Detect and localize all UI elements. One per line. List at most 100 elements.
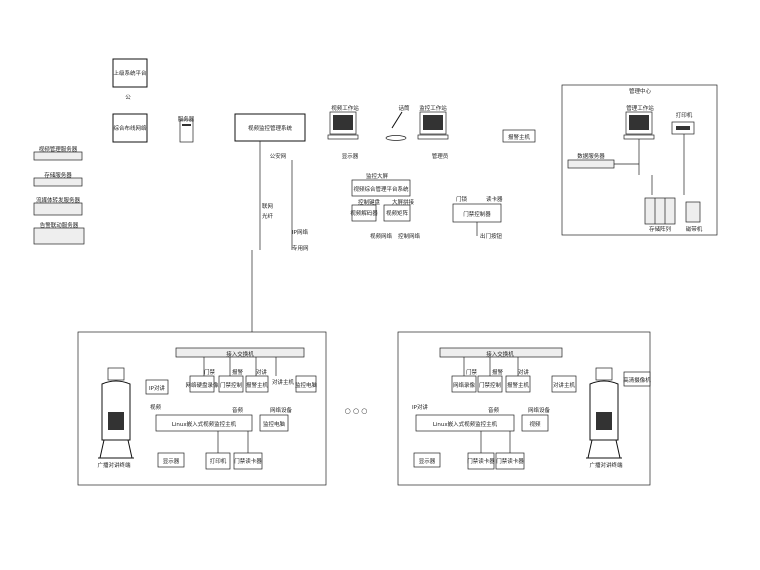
svg-text:门禁读卡器: 门禁读卡器 (467, 457, 495, 465)
keyboard-label: 控制键盘 (358, 198, 381, 206)
ul-kiosk-label: 广播对讲终端 (97, 461, 131, 469)
svg-text:门禁读卡器: 门禁读卡器 (496, 457, 524, 465)
mgmt-workstation[interactable]: 管理工作站 (623, 104, 655, 140)
ur-box-3[interactable] (505, 375, 531, 393)
upper-platform-box[interactable] (112, 58, 148, 88)
ul-monitor-box[interactable] (259, 414, 289, 432)
svg-text:显示器: 显示器 (163, 458, 180, 465)
workstation-1[interactable]: 视频工作站 显示器 (327, 104, 359, 160)
monitor-screen-icon (333, 115, 353, 130)
storage-array[interactable]: 存储阵列 (644, 197, 676, 233)
svg-text:存储阵列: 存储阵列 (649, 225, 672, 233)
ur-display-box[interactable] (413, 452, 441, 468)
svg-text:话筒: 话筒 (398, 104, 410, 112)
svg-text:高清摄像机: 高清摄像机 (623, 376, 651, 384)
unit-left: 接入交换机 网络硬盘录像 门禁控制 报警主机 监控电脑 门禁 报警 对讲 对讲主… (77, 331, 327, 486)
svg-text:视频工作站: 视频工作站 (331, 104, 359, 112)
svg-text:流媒体转发服务器: 流媒体转发服务器 (36, 196, 81, 204)
ur-box-4[interactable] (551, 375, 577, 393)
vms-main-box[interactable] (234, 113, 306, 142)
label-zhuanyong: 专用网 (292, 244, 309, 252)
upper-platform-label: 上级系统平台 (113, 69, 147, 77)
rack-device-2[interactable]: 存储服务器 (33, 171, 83, 187)
label-guangxian: 光纤 (262, 212, 274, 220)
svg-text:门禁控制: 门禁控制 (479, 381, 502, 389)
ur-camera-box[interactable] (623, 371, 651, 387)
svg-text:视频管理服务器: 视频管理服务器 (39, 145, 78, 153)
rack-device-3[interactable]: 流媒体转发服务器 (33, 196, 83, 216)
svg-text:网络录像: 网络录像 (453, 381, 476, 389)
rack-device-1[interactable]: 视频管理服务器 (33, 145, 83, 161)
svg-text:视频解码器: 视频解码器 (350, 209, 378, 217)
unit-left-switch[interactable] (175, 347, 305, 358)
ur-kiosk-label: 广播对讲终端 (589, 461, 623, 469)
svg-text:打印机: 打印机 (676, 111, 693, 119)
ur-small-1: 门禁 (466, 368, 478, 376)
ul-small-2: 报警 (232, 368, 244, 376)
svg-text:监控电脑: 监控电脑 (295, 381, 318, 389)
panel-row1[interactable] (351, 179, 411, 197)
ul-display-box[interactable] (157, 452, 185, 468)
monitor-screen-icon (629, 115, 649, 130)
label-lianwang: 联网 (262, 202, 274, 210)
svg-text:对讲主机: 对讲主机 (553, 381, 576, 389)
svg-text:门禁读卡器: 门禁读卡器 (234, 457, 262, 465)
ur-small-3: 对讲 (518, 368, 530, 376)
ur-box-1[interactable] (451, 375, 477, 393)
top-left-boxes: 上级系统平台 公 综合布线网络 服务器 (112, 58, 195, 143)
svg-text:网络硬盘录像: 网络硬盘录像 (185, 381, 219, 389)
tape-drive[interactable]: 磁带机 (685, 201, 703, 233)
svg-text:存储服务器: 存储服务器 (44, 171, 72, 179)
microphone-icon[interactable]: 话筒 (385, 104, 410, 141)
ul-kiosk-icon[interactable] (98, 367, 134, 459)
svg-text:Linux嵌入式视频监控主机: Linux嵌入式视频监控主机 (172, 420, 237, 428)
middle-panel: 监控大屏 视频综合管理平台系统 视频解码器 视频矩阵 控制键盘 大屏拼接 视频网… (350, 172, 420, 240)
svg-text:Linux嵌入式视频监控主机: Linux嵌入式视频监控主机 (433, 420, 498, 428)
ur-side2: 网络设备 (528, 406, 551, 414)
panel-title: 监控大屏 (366, 172, 389, 180)
svg-text:报警主机: 报警主机 (508, 133, 531, 141)
unit-left-frame (77, 331, 327, 486)
ur-side-box[interactable] (521, 414, 549, 432)
svg-text:数据服务器: 数据服务器 (577, 152, 605, 160)
server-slot-icon (182, 124, 191, 126)
alarm-host-box[interactable] (502, 129, 536, 143)
svg-text:视频: 视频 (529, 420, 541, 428)
ur-main-box[interactable] (415, 414, 515, 432)
ur-tag-b: 音频 (488, 406, 500, 414)
ul-tag-a: 视频 (150, 403, 162, 411)
ul-side2: 网络设备 (270, 406, 293, 414)
control-net-label: 控制网络 (398, 232, 421, 240)
ul-box-5[interactable] (295, 375, 317, 393)
ul-box-2[interactable] (218, 375, 244, 393)
printer-icon[interactable]: 打印机 (671, 111, 695, 135)
ul-small-1: 门禁 (204, 368, 216, 376)
rack-device-4[interactable]: 告警联动服务器 (33, 221, 85, 245)
ul-main-box[interactable] (155, 414, 253, 432)
server-icon[interactable] (179, 119, 194, 143)
ul-box-3[interactable] (245, 375, 269, 393)
management-title: 管理中心 (629, 87, 652, 95)
cabling-network-box[interactable] (112, 113, 148, 143)
decoder-box[interactable] (351, 204, 377, 222)
unit-right-switch[interactable] (439, 347, 563, 358)
ul-side-box[interactable] (145, 379, 169, 395)
svg-text:磁带机: 磁带机 (686, 225, 703, 233)
small-label: 公 (125, 95, 131, 101)
svg-text:报警主机: 报警主机 (246, 381, 269, 389)
vms-group: 视频监控管理系统 公安网 联网 光纤 IP网络 专用网 (234, 113, 309, 345)
ellipsis: ○ ○ ○ (345, 407, 368, 415)
svg-text:告警联动服务器: 告警联动服务器 (40, 221, 79, 229)
reader-label: 读卡器 (486, 195, 503, 203)
ur-box-2[interactable] (477, 375, 503, 393)
matrix-box[interactable] (383, 204, 411, 222)
cabling-network-label: 综合布线网络 (113, 124, 147, 132)
ul-box-1[interactable] (189, 375, 215, 393)
svg-text:管理员: 管理员 (432, 152, 449, 160)
ur-kiosk-icon[interactable] (586, 367, 622, 459)
svg-text:显示器: 显示器 (419, 458, 436, 465)
exit-button-label: 出门按钮 (480, 232, 503, 240)
workstation-2[interactable]: 监控工作站 管理员 (417, 104, 449, 160)
